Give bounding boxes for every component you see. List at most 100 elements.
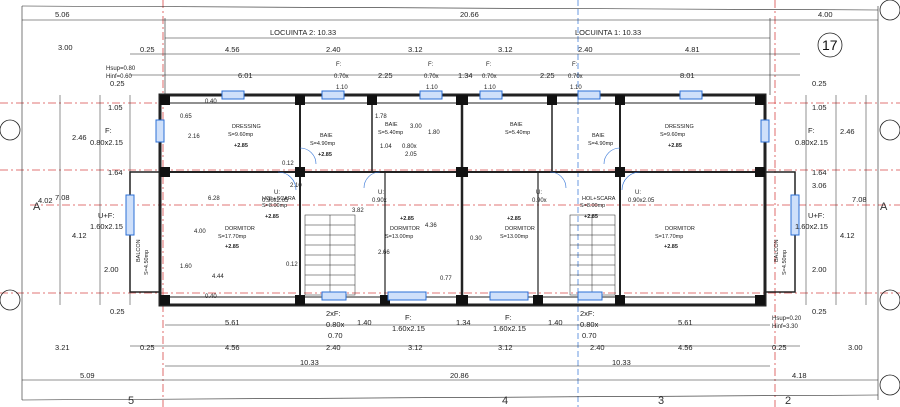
dim: 0.25	[772, 343, 787, 352]
dim: 4.81	[685, 45, 700, 54]
dim: 0.25	[140, 45, 155, 54]
label: 1.10	[570, 85, 582, 91]
label: U:	[536, 190, 542, 196]
dim: 1.64	[812, 168, 827, 177]
label: F:	[405, 313, 412, 322]
dim: 2.66	[378, 250, 390, 256]
dim: 3.82	[352, 208, 364, 214]
label: 0.70	[582, 331, 597, 340]
label: F:	[505, 313, 512, 322]
label: F:	[428, 62, 434, 68]
room-area: S=4.90mp	[310, 141, 335, 147]
tag: Hinf=3.30	[772, 324, 799, 330]
dim: 5.61	[225, 318, 240, 327]
outer-frame	[21, 5, 879, 401]
left-dims: 0.25 1.05 2.46 1.64 4.02 7.08 4.12 2.00 …	[38, 79, 125, 352]
room-height: +2.85	[668, 143, 682, 149]
dim: 0.25	[110, 307, 125, 316]
dim: 1.60	[180, 264, 192, 270]
room-height: +2.85	[584, 214, 598, 220]
room-name: DORMITOR	[505, 226, 535, 232]
dim: 1.80	[428, 130, 440, 136]
room-area: S=4.50mp	[782, 250, 788, 275]
left-windows: F: 0.80x2.15 U+F: 1.60x2.15	[90, 126, 123, 231]
dim: 1.05	[812, 103, 827, 112]
dim-bottom-unit-left: 10.33	[300, 358, 319, 367]
dim: 7.08	[55, 193, 70, 202]
dim: 0.40	[205, 99, 217, 105]
dim-bottom-unit-right: 10.33	[612, 358, 631, 367]
dim-top-left: 5.06	[55, 10, 70, 19]
dim: 1.78	[375, 114, 387, 120]
label: U+F:	[98, 211, 114, 220]
dim: 2.10	[290, 183, 302, 189]
dim: 1.04	[380, 144, 392, 150]
room-height: +2.85	[507, 216, 521, 222]
bottom-windows: 2xF: 0.80x 0.70 F: 1.60x2.15 F: 1.60x2.1…	[326, 309, 599, 340]
label: 0.80x	[580, 320, 599, 329]
top-row2: 0.25 4.56 2.40 3.12 3.12 2.40 4.81	[140, 45, 700, 54]
dim: 4.56	[225, 45, 240, 54]
dim: 3.00	[410, 124, 422, 130]
axis-bubbles	[0, 0, 900, 396]
room-name: BAIE	[385, 122, 398, 128]
dim: 4.36	[425, 223, 437, 229]
axis-label: 2	[785, 395, 791, 407]
room-name: BALCON	[774, 239, 780, 262]
room-height: +2.85	[318, 152, 332, 158]
dim: 0.80x	[402, 144, 417, 150]
room-area: S=4.50mp	[144, 250, 150, 275]
label: 0.70x	[424, 74, 439, 80]
dim: 2.46	[72, 133, 87, 142]
dim: 2.40	[590, 343, 605, 352]
room-area: S=8.00mp	[580, 203, 605, 209]
dim: 1.05	[108, 103, 123, 112]
label: 0.90x	[372, 198, 387, 204]
bottom-row1: 5.61 1.40 1.34 1.40 5.61	[225, 318, 693, 327]
label: 0.70x	[482, 74, 497, 80]
dim-left-bottom: 3.21	[55, 343, 70, 352]
label: F:	[336, 62, 342, 68]
dim: 0.25	[812, 79, 827, 88]
dim: 6.01	[238, 71, 253, 80]
dim: 6.28	[208, 196, 220, 202]
unit-label-1: LOCUINTA 1: 10.33	[575, 28, 641, 37]
room-area: S=9.60mp	[660, 132, 685, 138]
dim-bottom-left: 5.09	[80, 371, 95, 380]
level-tags: Hsup=0.80 Hinf=0.60 Hsup=0.20 Hinf=3.30	[106, 66, 802, 330]
room-area: S=5.40mp	[505, 130, 530, 136]
dim: 2.00	[812, 265, 827, 274]
dim: 0.25	[110, 79, 125, 88]
dim-left-top: 3.00	[58, 43, 73, 52]
dim: 1.64	[108, 168, 123, 177]
room-area: S=5.40mp	[378, 130, 403, 136]
axis-label: 3	[658, 395, 664, 407]
walls	[129, 93, 796, 307]
right-windows: F: 0.80x2.15 U+F: 1.60x2.15	[795, 126, 828, 231]
dim: 3.12	[408, 45, 423, 54]
dim: 4.02	[38, 196, 53, 205]
dim: 4.12	[840, 231, 855, 240]
room-name: DRESSING	[232, 124, 261, 130]
label: U:	[274, 190, 280, 196]
room-area: S=13.00mp	[385, 234, 413, 240]
label: 0.70x	[334, 74, 349, 80]
axis-labels: A A 5 4 3 2	[33, 201, 888, 407]
room-name: BAIE	[510, 122, 523, 128]
room-labels: DRESSING S=9.60mp +2.85 BAIE S=4.90mp +2…	[136, 122, 788, 275]
dim: 4.00	[194, 229, 206, 235]
dim: 3.12	[498, 343, 513, 352]
room-height: +2.85	[225, 244, 239, 250]
dim: 2.40	[326, 343, 341, 352]
label: 0.80x2.15	[90, 138, 123, 147]
room-name: DORMITOR	[665, 226, 695, 232]
label: 0.70x	[568, 74, 583, 80]
room-name: HOL+SCARA	[582, 196, 616, 202]
label: 0.70	[328, 331, 343, 340]
dim: 4.56	[225, 343, 240, 352]
dim: 0.40	[205, 294, 217, 300]
room-area: S=13.00mp	[500, 234, 528, 240]
label: U:	[378, 190, 384, 196]
